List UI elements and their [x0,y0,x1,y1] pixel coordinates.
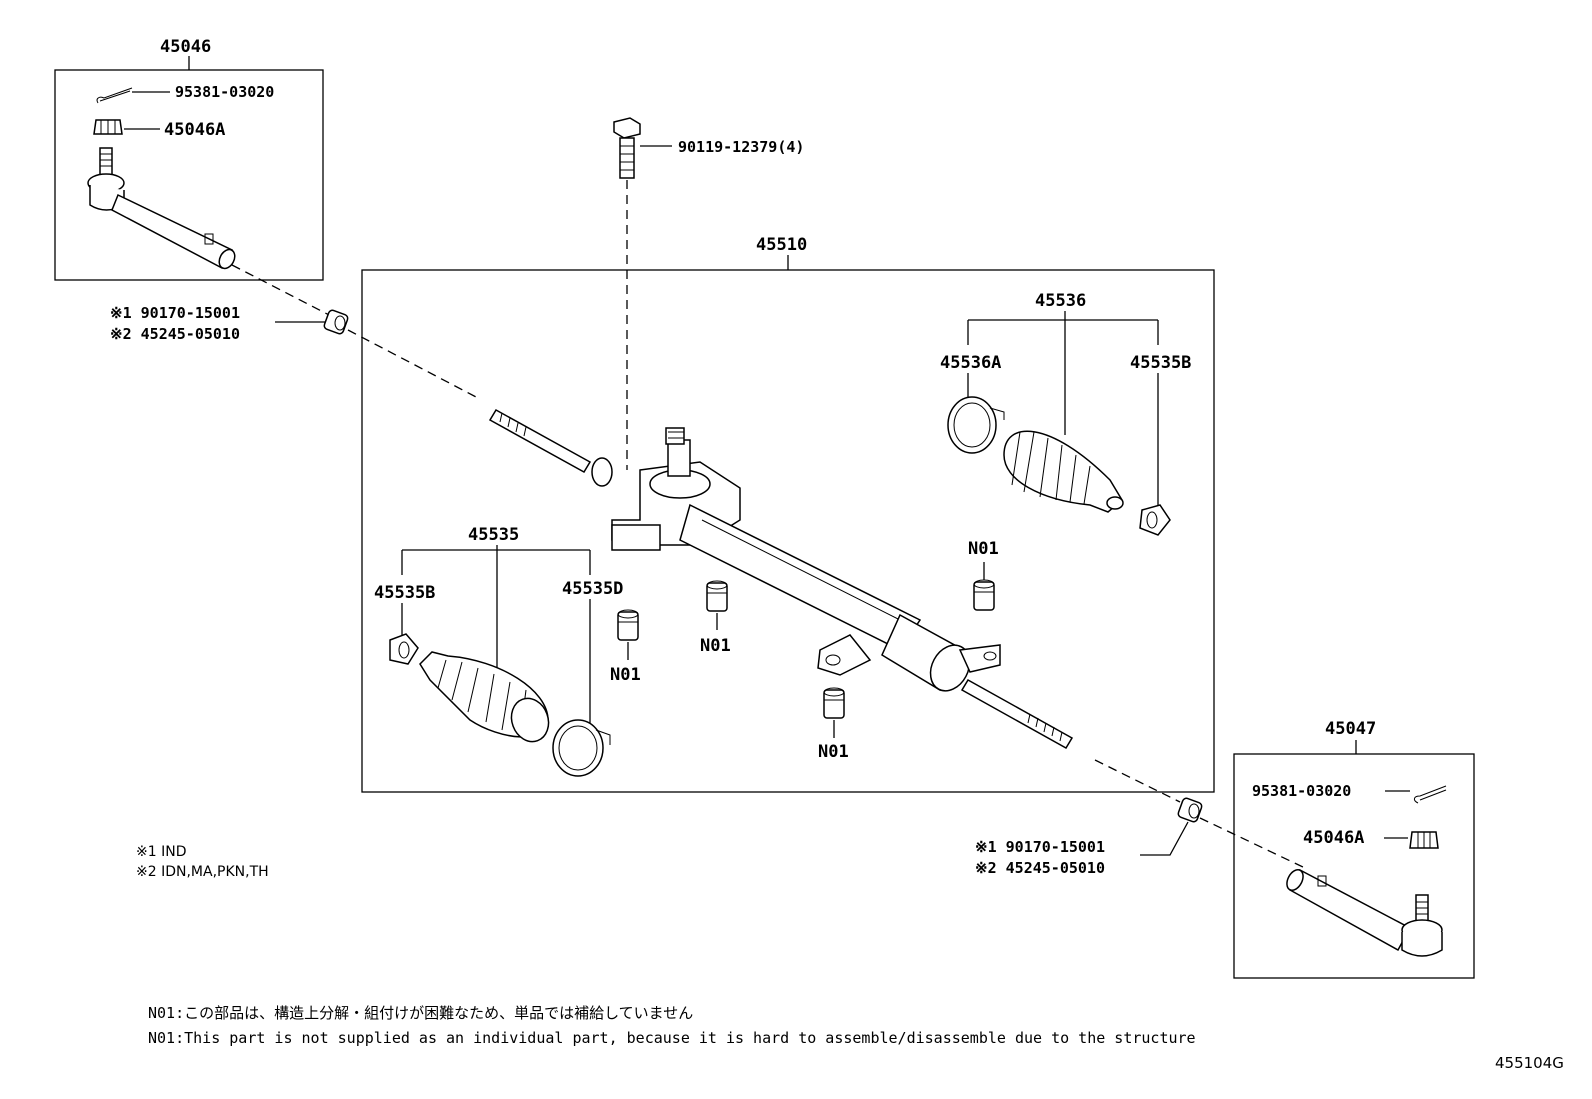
label-45535[interactable]: 45535 [468,525,519,545]
bushing-n01-c-icon [973,579,995,611]
boot-set-left-group: 45535 45535B 45535D [374,525,623,777]
label-nut-left[interactable]: 45046A [164,120,225,140]
boot-right-icon [1003,430,1124,513]
note-region-2: ※2 IDN,MA,PKN,TH [136,864,269,880]
label-45535D[interactable]: 45535D [562,579,623,599]
label-nut-right[interactable]: 45046A [1303,828,1364,848]
right-tie-rod-group: 45047 95381-03020 45046A [1233,719,1475,979]
diagram-code: 455104G [1495,1054,1564,1072]
footer-note-jp: N01:この部品は、構造上分解・組付けが困難なため、単品では補給していません [148,1004,693,1022]
clamp-right-inner-icon [1139,504,1171,536]
label-clip-left-2[interactable]: ※2 45245-05010 [110,325,240,343]
nut-right-icon [1409,831,1439,849]
label-clip-right-1[interactable]: ※1 90170-15001 [975,838,1105,856]
tie-rod-end-right-icon [1286,868,1443,957]
bushing-n01-b-icon [706,580,728,612]
boot-left-icon [419,651,550,743]
clip-left-icon [323,309,349,335]
bolt-icon [613,117,641,179]
bushing-n01-d-icon [823,687,845,719]
label-n01-c[interactable]: N01 [968,539,999,559]
steering-rack-icon [488,408,1074,750]
label-clip-right-2[interactable]: ※2 45245-05010 [975,859,1105,877]
right-tie-rod-box [1233,753,1475,979]
label-n01-a[interactable]: N01 [610,665,641,685]
label-45046[interactable]: 45046 [160,37,211,57]
label-45535B-left[interactable]: 45535B [374,583,435,603]
label-45047[interactable]: 45047 [1325,719,1376,739]
clamp-right-outer-icon [947,396,1005,454]
boot-set-right-group: 45536 45536A 45535B [940,291,1191,536]
label-45535B-right[interactable]: 45535B [1130,353,1191,373]
label-cotter-pin-right[interactable]: 95381-03020 [1252,782,1351,800]
label-45510[interactable]: 45510 [756,235,807,255]
clip-right-icon [1177,797,1203,823]
bushing-n01-a-icon [617,609,639,641]
left-tie-rod-group: 45046 95381-03020 45046A [54,37,324,281]
label-bolt[interactable]: 90119-12379(4) [678,138,804,156]
tie-rod-end-left-icon [87,147,236,270]
label-clip-left-1[interactable]: ※1 90170-15001 [110,304,240,322]
label-cotter-pin-left[interactable]: 95381-03020 [175,83,274,101]
footer-note-en: N01:This part is not supplied as an indi… [148,1029,1196,1047]
label-45536A[interactable]: 45536A [940,353,1001,373]
cotter-pin-left-icon [96,87,133,104]
label-45536[interactable]: 45536 [1035,291,1086,311]
clamp-left-outer-icon [389,633,419,665]
label-n01-d[interactable]: N01 [818,742,849,762]
clamp-left-inner-icon [552,719,611,777]
nut-left-icon [93,119,123,135]
note-region-1: ※1 IND [136,844,186,860]
label-n01-b[interactable]: N01 [700,636,731,656]
cotter-pin-right-icon [1413,785,1447,804]
